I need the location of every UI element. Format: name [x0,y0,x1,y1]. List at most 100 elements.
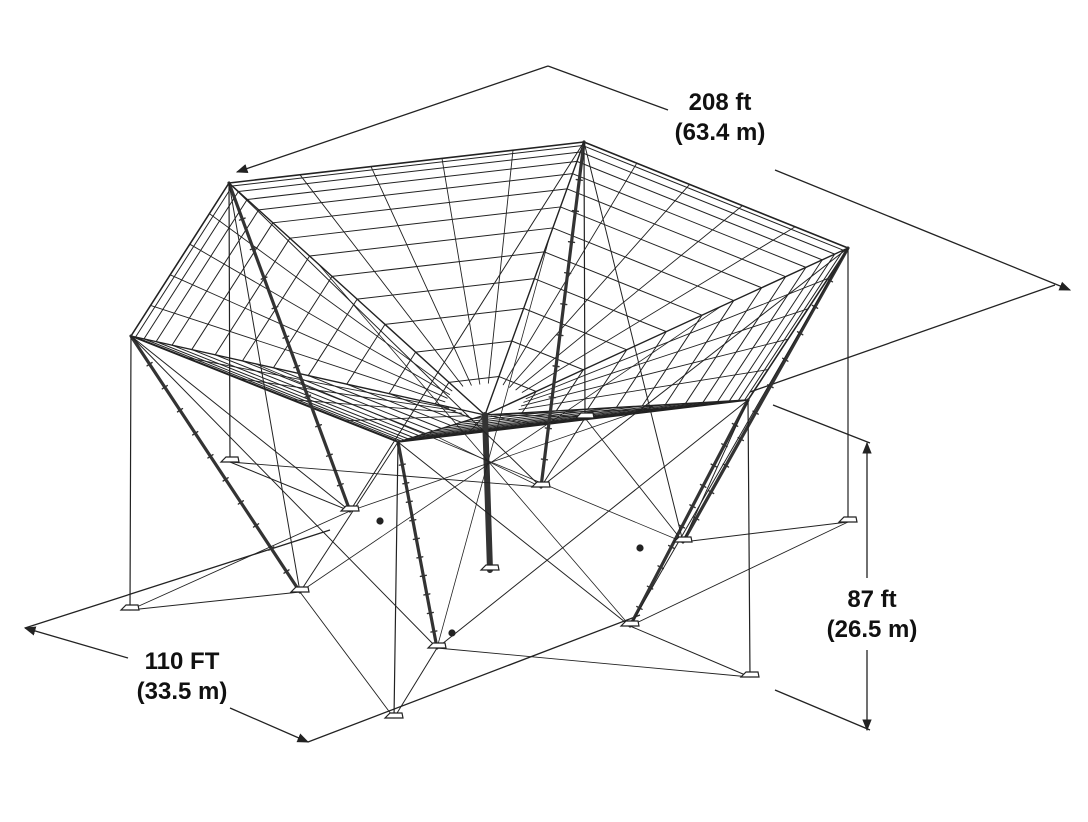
mast-f-tick [193,432,198,435]
membrane-ring-cable [259,174,573,210]
mast-foundation-pad [341,506,359,511]
dimension-lines [23,66,1072,742]
ridge-cable [485,142,584,415]
mast-foundation-pad [532,482,550,487]
guy-cable [350,142,584,511]
membrane-ring-cable [347,384,451,425]
mast-d-tick [669,546,674,549]
membrane-radial-cable [488,150,513,383]
ridge-cable [485,248,848,415]
membrane-ring-cable [332,252,544,277]
membrane-radial-cable [519,370,768,410]
membrane-ring-cable [560,207,761,288]
mast-c-tick [708,491,713,494]
mast-f-tick [162,386,167,389]
mast-e-tick [427,612,433,613]
mast-a-tick [327,454,333,456]
membrane-ring-cable [144,339,401,441]
height-value: 87 ft [847,586,897,613]
membrane-radial-cable [491,416,538,425]
guy-cable [584,142,683,542]
mast-a-tick [283,336,289,338]
mast-a-tick [239,218,245,220]
mast-b-tick [557,335,563,336]
mast-b-tick [545,428,551,429]
guy-cable [683,400,748,542]
membrane-ring-cable [499,377,536,392]
membrane-ring-cable [442,408,617,429]
guy-cable [131,336,437,648]
ground-cable [437,648,750,677]
membrane-ring-cable [215,238,290,355]
mast-foundation-pad [291,587,309,592]
membrane-ring-cable [616,332,666,408]
ground-cable [585,418,683,542]
membrane-ring-cable [156,199,247,341]
guy-cable [398,442,630,626]
interior-brace-cable [255,364,683,542]
depth-value: 110 FT [144,648,220,675]
membrane-radial-cable [522,227,795,393]
membrane-ring-cable [665,301,734,405]
membrane-radial-cable [238,378,456,410]
ground-cable [130,511,350,610]
ground-cable [630,522,848,626]
mast-f-tick [284,570,289,573]
mast-d-tick [637,607,642,610]
mast-f-tick [254,524,259,527]
mast-f [131,336,300,592]
membrane-ring-cable [172,345,408,439]
membrane-radial-cable [521,339,788,406]
membrane-ring-cable [247,161,577,199]
width-dimension-label: 208 ft (63.4 m) [640,88,800,148]
mast-f-tick [269,547,274,550]
mast-e-tick [424,594,430,595]
membrane-ring-cable [729,260,822,401]
tension-canopy-frame [121,142,857,718]
mast-a-tick [272,307,278,309]
ridge-cable [485,400,748,415]
membrane-radial-cable [300,175,463,386]
interior-brace-cable [300,306,721,592]
mast-b-tick [576,180,582,181]
mast-d-tick [711,464,716,467]
mast-d-tick [722,444,727,447]
perimeter-cable [748,248,848,400]
height-metric: (26.5 m) [826,616,918,643]
mast-f-tick [223,478,228,481]
membrane-ring-cable [156,342,404,440]
mast-b-tick [541,459,547,460]
mast-c [683,248,848,542]
mast-e-tick [406,501,412,502]
mast-a-tick [316,425,322,427]
anchor-pad [221,457,239,462]
height-dimension-label: 87 ft (26.5 m) [812,585,932,645]
ground-cable [541,418,585,487]
mast-c-tick [738,438,743,441]
tie-down-cable [130,336,131,610]
mast-b-tick [572,211,578,212]
membrane-radial-cable [524,309,808,402]
depth-dimension-label: 110 FT (33.5 m) [112,647,252,707]
membrane-ring-cable [583,146,844,251]
width-dimension-line [235,66,1072,392]
mast-b-tick [561,304,567,305]
mast-d-tick [690,505,695,508]
membrane-ring-cable [273,276,332,367]
membrane-ring-cable [136,337,400,442]
membrane-ring-cable [389,352,416,393]
membrane-ring-cable [357,279,534,299]
anchor-pad [385,713,403,718]
mast-e-tick [399,464,405,465]
membrane-ring-cable [310,228,553,256]
mast-e [398,442,437,648]
membrane-ring-cable [556,370,583,411]
perimeter-cable [584,142,848,248]
mast-c-tick [798,332,803,335]
membrane-ring-cable [703,277,786,403]
membrane-ring-cable [745,250,844,400]
membrane-ring-cable [290,207,561,238]
mast-b-tick [549,397,555,398]
mast-d-tick [658,566,663,569]
